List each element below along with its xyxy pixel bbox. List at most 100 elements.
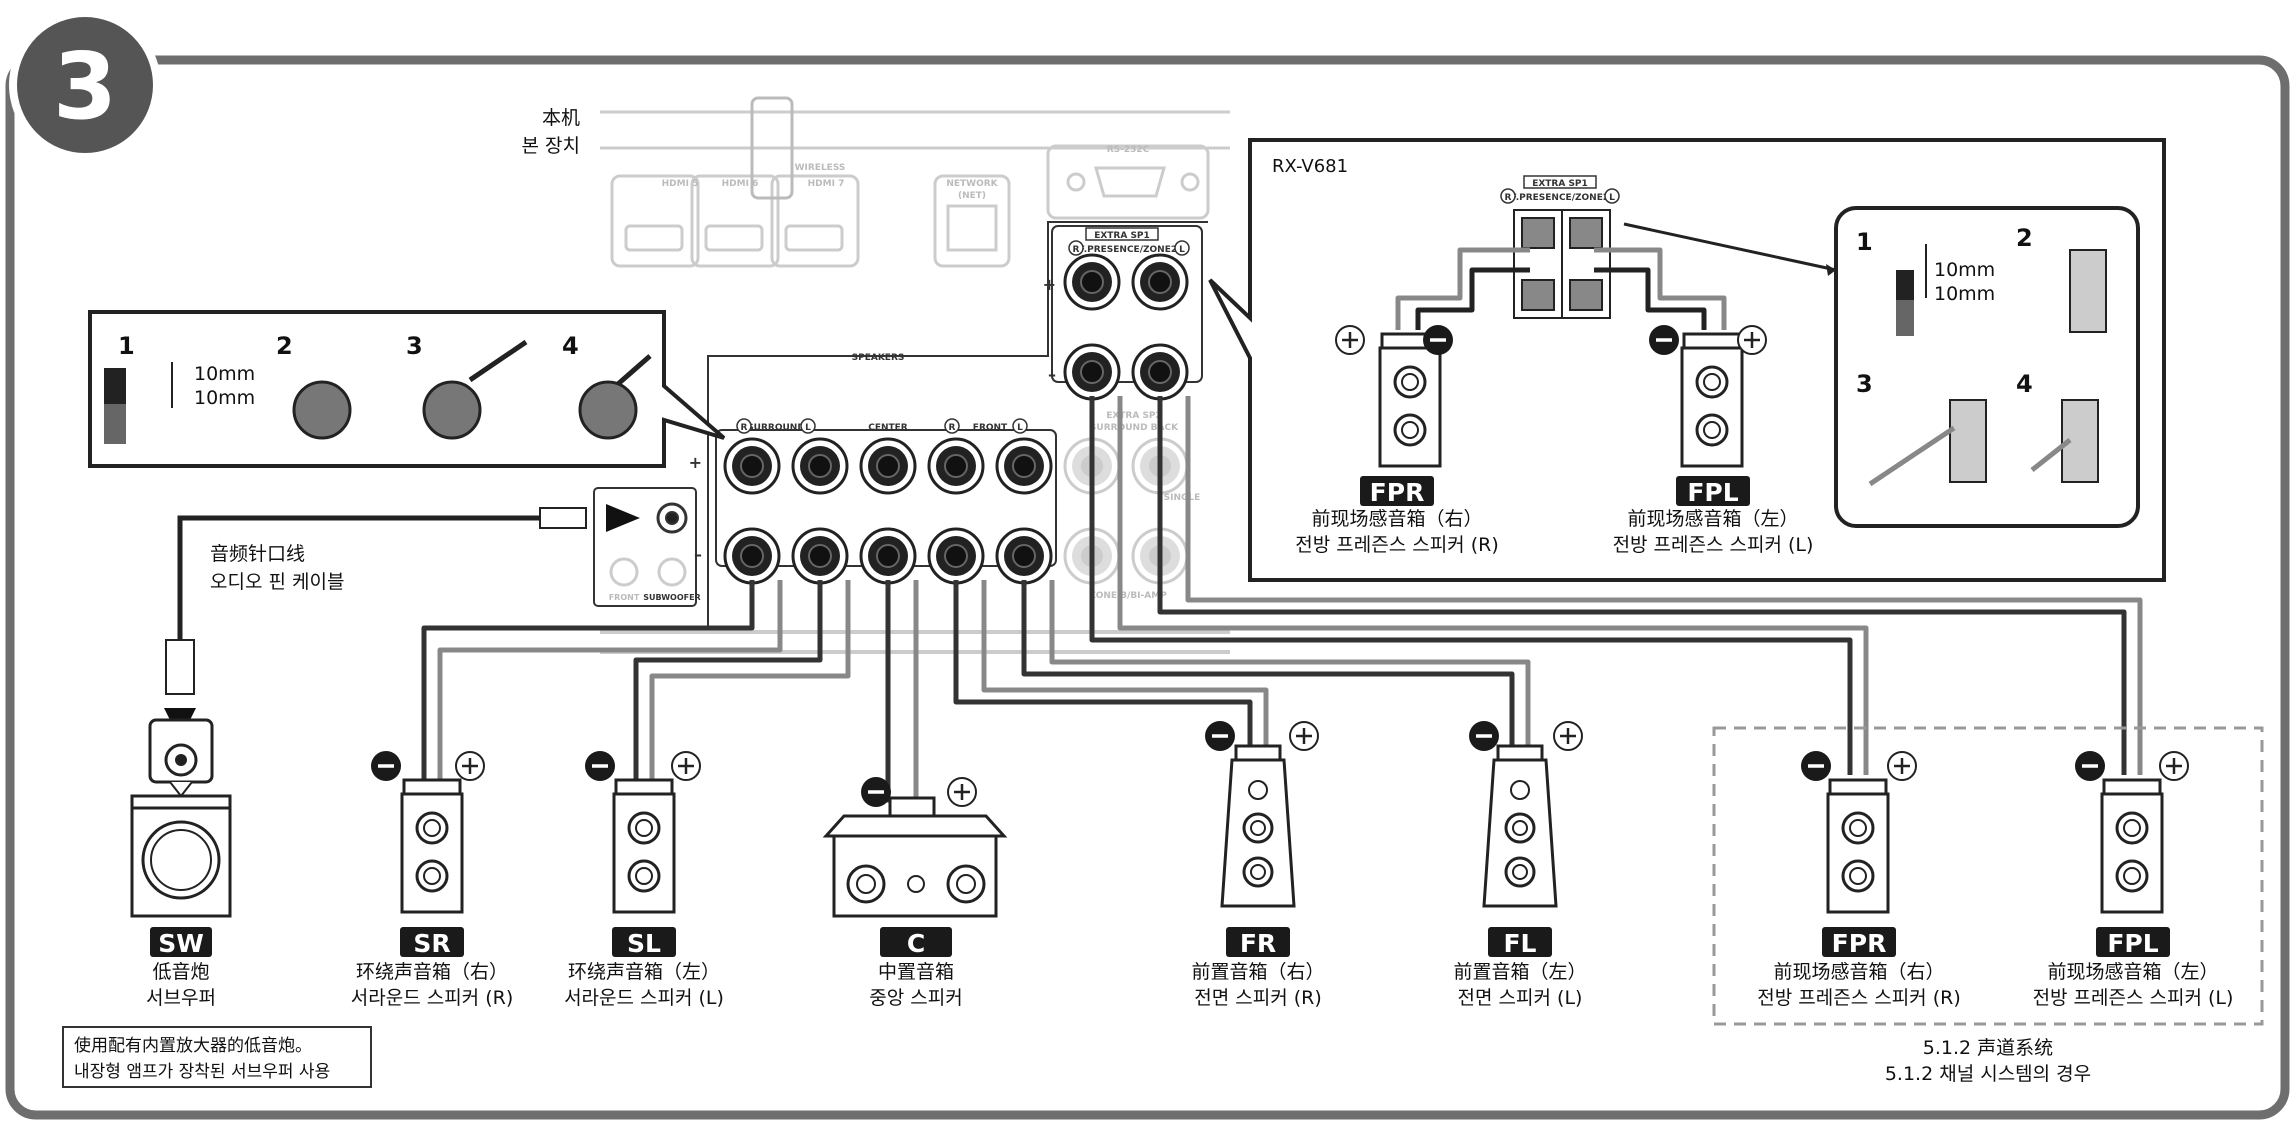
zone-bi-amp-label: ZONE B/BI-AMP bbox=[1089, 591, 1167, 601]
bp-step-2: 2 bbox=[276, 332, 293, 360]
center-label: CENTER bbox=[868, 423, 908, 433]
subwoofer-graphic bbox=[130, 718, 232, 918]
sr-ko: 서라운드 스피커 (R) bbox=[351, 987, 513, 1009]
fr-code: FR bbox=[1240, 929, 1276, 958]
spring-step-4: 4 bbox=[2016, 370, 2033, 398]
fpl-zh: 前现场感音箱（左） bbox=[2047, 961, 2218, 983]
sl-speaker bbox=[612, 778, 676, 914]
subwoofer-note-zh: 使用配有内置放大器的低音炮。 bbox=[74, 1036, 312, 1056]
channel-marker-text: L bbox=[805, 423, 811, 433]
surround-label: SURROUND bbox=[747, 423, 805, 433]
c-ko: 중앙 스피커 bbox=[869, 987, 962, 1009]
inset-fpl-zh: 前现场感音箱（左） bbox=[1627, 508, 1798, 530]
speaker-labels bbox=[150, 927, 2170, 957]
channel-marker bbox=[736, 418, 752, 434]
model-name: RX-V681 bbox=[1272, 156, 1348, 177]
fr-zh: 前置音箱（右） bbox=[1191, 961, 1324, 983]
network-sub-label: (NET) bbox=[958, 191, 986, 201]
channel-marker bbox=[1500, 188, 1516, 204]
fl-zh: 前置音箱（左） bbox=[1453, 961, 1586, 983]
subwoofer-jack-panel bbox=[593, 487, 697, 607]
channel-marker bbox=[944, 418, 960, 434]
presence-zone2-label: F.PRESENCE/ZONE2 bbox=[1079, 245, 1177, 255]
system-dashed-box bbox=[1712, 726, 2264, 1026]
fpr-zh: 前现场感音箱（右） bbox=[1773, 961, 1944, 983]
channel-marker bbox=[1068, 240, 1084, 256]
hdmi7-label: HDMI 7 bbox=[808, 179, 845, 189]
channel-marker-text: L bbox=[1179, 245, 1185, 255]
channel-marker-text: R bbox=[741, 423, 748, 433]
spring-step-2: 2 bbox=[2016, 224, 2033, 252]
subwoofer-jack-label: SUBWOOFER bbox=[643, 593, 700, 602]
spring-steps-inset bbox=[1623, 206, 2140, 528]
spring-step-3: 3 bbox=[1856, 370, 1873, 398]
fl-speaker bbox=[1482, 744, 1558, 908]
hdmi6-label: HDMI 6 bbox=[722, 179, 759, 189]
fpl-speaker bbox=[2100, 778, 2164, 914]
inset-fpl-speaker bbox=[1680, 332, 1744, 468]
inset-presence-zone2-label: F.PRESENCE/ZONE2 bbox=[1511, 193, 1609, 203]
pin-cable-ko: 오디오 핀 케이블 bbox=[210, 571, 344, 593]
channel-marker bbox=[1174, 240, 1190, 256]
step-badge bbox=[9, 9, 161, 161]
spring-strip-length-2: 10mm bbox=[1934, 283, 1995, 305]
front-label: FRONT bbox=[973, 423, 1008, 433]
panel-plus: + bbox=[689, 453, 702, 472]
fr-ko: 전면 스피커 (R) bbox=[1194, 987, 1322, 1009]
channel-marker bbox=[1012, 418, 1028, 434]
binding-post-inset bbox=[88, 310, 726, 468]
channel-marker bbox=[800, 418, 816, 434]
inset-fpr-ko: 전방 프레즌스 스피커 (R) bbox=[1295, 534, 1498, 556]
sr-code: SR bbox=[413, 929, 450, 958]
sw-zh: 低音炮 bbox=[152, 961, 209, 983]
spring-terminal bbox=[1513, 209, 1611, 319]
bp-step-1: 1 bbox=[118, 332, 135, 360]
network-label: NETWORK bbox=[946, 179, 998, 189]
fpr-ko: 전방 프레즌스 스피커 (R) bbox=[1757, 987, 1960, 1009]
unit-label-zh: 本机 bbox=[542, 107, 580, 129]
speakers-label: SPEAKERS bbox=[852, 353, 905, 363]
sw-ko: 서브우퍼 bbox=[146, 987, 216, 1009]
unit-label-ko: 본 장치 bbox=[522, 135, 580, 157]
fr-speaker bbox=[1220, 744, 1296, 908]
bp-strip-length-2: 10mm bbox=[194, 387, 255, 409]
channel-marker-text: R bbox=[1073, 245, 1080, 255]
subwoofer-note-ko: 내장형 앰프가 장착된 서브우퍼 사용 bbox=[74, 1062, 331, 1082]
fpl-ko: 전방 프레즌스 스피커 (L) bbox=[2033, 987, 2234, 1009]
inset-fpl-ko: 전방 프레즌스 스피커 (L) bbox=[1613, 534, 1814, 556]
center-speaker bbox=[822, 796, 1008, 918]
single-label: SINGLE bbox=[1164, 493, 1201, 503]
sw-code: SW bbox=[158, 929, 204, 958]
bp-strip-length: 10mm bbox=[194, 363, 255, 385]
pin-cable-zh: 音频针口线 bbox=[210, 543, 305, 565]
system-label-zh: 5.1.2 声道系统 bbox=[1923, 1037, 2053, 1059]
panel-plus-2: + bbox=[1043, 275, 1056, 294]
inset-cables bbox=[1395, 247, 1727, 330]
sl-ko: 서라운드 스피커 (L) bbox=[564, 987, 724, 1009]
inset-fpr-speaker bbox=[1378, 332, 1442, 468]
hdmi5-label: HDMI 5 bbox=[662, 179, 699, 189]
inset-fpl-code: FPL bbox=[1687, 478, 1738, 507]
channel-marker-text: L bbox=[1017, 423, 1023, 433]
spring-strip-length: 10mm bbox=[1934, 259, 1995, 281]
channel-marker-text: R bbox=[1505, 193, 1512, 203]
inset-fpr-code: FPR bbox=[1370, 478, 1425, 507]
pin-cable bbox=[164, 504, 640, 740]
channel-marker bbox=[1604, 188, 1620, 204]
bp-step-3: 3 bbox=[406, 332, 423, 360]
sr-speaker bbox=[400, 778, 464, 914]
fpl-code: FPL bbox=[2107, 929, 2158, 958]
channel-marker-text: R bbox=[949, 423, 956, 433]
c-code: C bbox=[907, 929, 925, 958]
panel-minus-2: – bbox=[1048, 365, 1056, 384]
fpr-speaker bbox=[1826, 778, 1890, 914]
bp-step-4: 4 bbox=[562, 332, 579, 360]
fl-ko: 전면 스피커 (L) bbox=[1458, 987, 1583, 1009]
step-number: 3 bbox=[53, 33, 117, 140]
system-label-ko: 5.1.2 채널 시스템의 경우 bbox=[1885, 1063, 2091, 1085]
sr-zh: 环绕声音箱（右） bbox=[356, 961, 508, 983]
fpr-code: FPR bbox=[1832, 929, 1887, 958]
extra-sp2-label: EXTRA SP2 bbox=[1106, 411, 1162, 421]
